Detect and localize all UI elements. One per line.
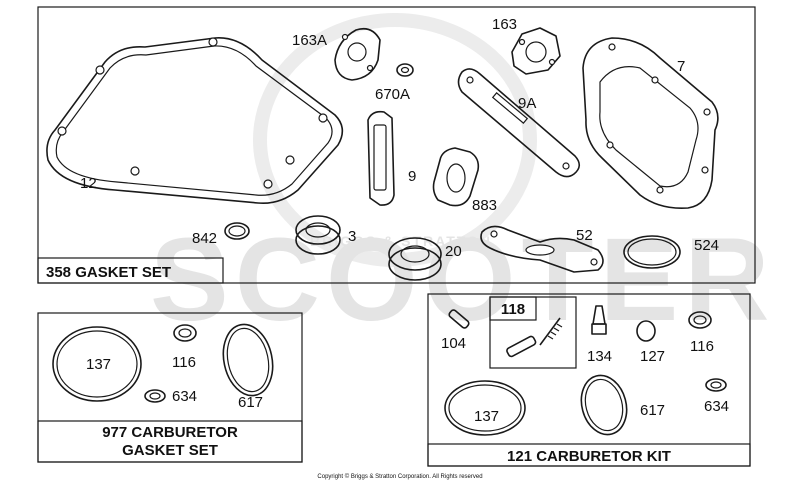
label-163A: 163A — [292, 32, 327, 49]
copyright-text: Copyright © Briggs & Stratton Corporatio… — [317, 473, 482, 480]
carb-kit-label: 121 CARBURETOR KIT — [507, 448, 671, 465]
part-163-gasket — [511, 27, 561, 75]
part-3-oil-seal — [295, 215, 341, 255]
label-7: 7 — [677, 58, 685, 75]
label-977-116: 116 — [172, 354, 196, 371]
label-121-617: 617 — [640, 402, 665, 419]
sub-kit-118-label-box — [489, 296, 537, 321]
carb-gasket-set-label-box — [37, 420, 303, 463]
label-52: 52 — [576, 227, 593, 244]
part-127-plug — [636, 320, 656, 342]
label-9: 9 — [408, 168, 416, 185]
carb-gasket-set-label-line1: 977 CARBURETOR — [102, 424, 238, 441]
part-842-washer — [224, 222, 250, 240]
part-121-137-ring — [444, 380, 526, 436]
label-20: 20 — [445, 243, 462, 260]
label-883: 883 — [472, 197, 497, 214]
label-134: 134 — [587, 348, 612, 365]
part-883-gasket — [432, 147, 480, 207]
gasket-set-panel — [37, 6, 756, 284]
part-134-needle — [591, 305, 607, 335]
label-121-137: 137 — [474, 408, 499, 425]
sub-kit-118-label: 118 — [501, 301, 525, 318]
label-121-634: 634 — [704, 398, 729, 415]
part-52-gasket — [480, 225, 604, 273]
label-670A: 670A — [375, 86, 410, 103]
part-670A-seal — [396, 63, 414, 77]
part-977-137-ring — [52, 326, 142, 402]
part-12-crankcase-gasket — [46, 37, 344, 205]
label-9A: 9A — [518, 95, 536, 112]
part-118-spring-screw — [506, 317, 563, 358]
part-20-oil-seal — [388, 237, 442, 281]
label-121-116: 116 — [690, 338, 714, 355]
carb-gasket-set-label-line2: GASKET SET — [122, 442, 218, 459]
label-977-634: 634 — [172, 388, 197, 405]
label-12: 12 — [80, 175, 97, 192]
label-977-137: 137 — [86, 356, 111, 373]
part-977-116-washer — [173, 324, 197, 342]
label-163: 163 — [492, 16, 517, 33]
label-127: 127 — [640, 348, 665, 365]
label-104: 104 — [441, 335, 466, 352]
gasket-set-label-box — [37, 257, 224, 284]
part-9A-gasket — [457, 68, 581, 178]
label-3: 3 — [348, 228, 356, 245]
part-163A-gasket — [334, 27, 381, 81]
part-977-617-ring — [222, 323, 274, 397]
part-121-617-ring — [580, 374, 628, 436]
part-104-pin — [448, 309, 470, 329]
carb-kit-label-box — [427, 443, 751, 467]
label-842: 842 — [192, 230, 217, 247]
part-121-116-washer — [688, 311, 712, 329]
part-121-634-washer — [705, 378, 727, 392]
part-977-634-washer — [144, 389, 166, 403]
gasket-set-label: 358 GASKET SET — [46, 264, 171, 281]
label-524: 524 — [694, 237, 719, 254]
part-9-gasket — [367, 110, 395, 206]
part-524-gasket — [623, 235, 681, 269]
part-7-head-gasket — [582, 37, 719, 210]
label-977-617: 617 — [238, 394, 263, 411]
